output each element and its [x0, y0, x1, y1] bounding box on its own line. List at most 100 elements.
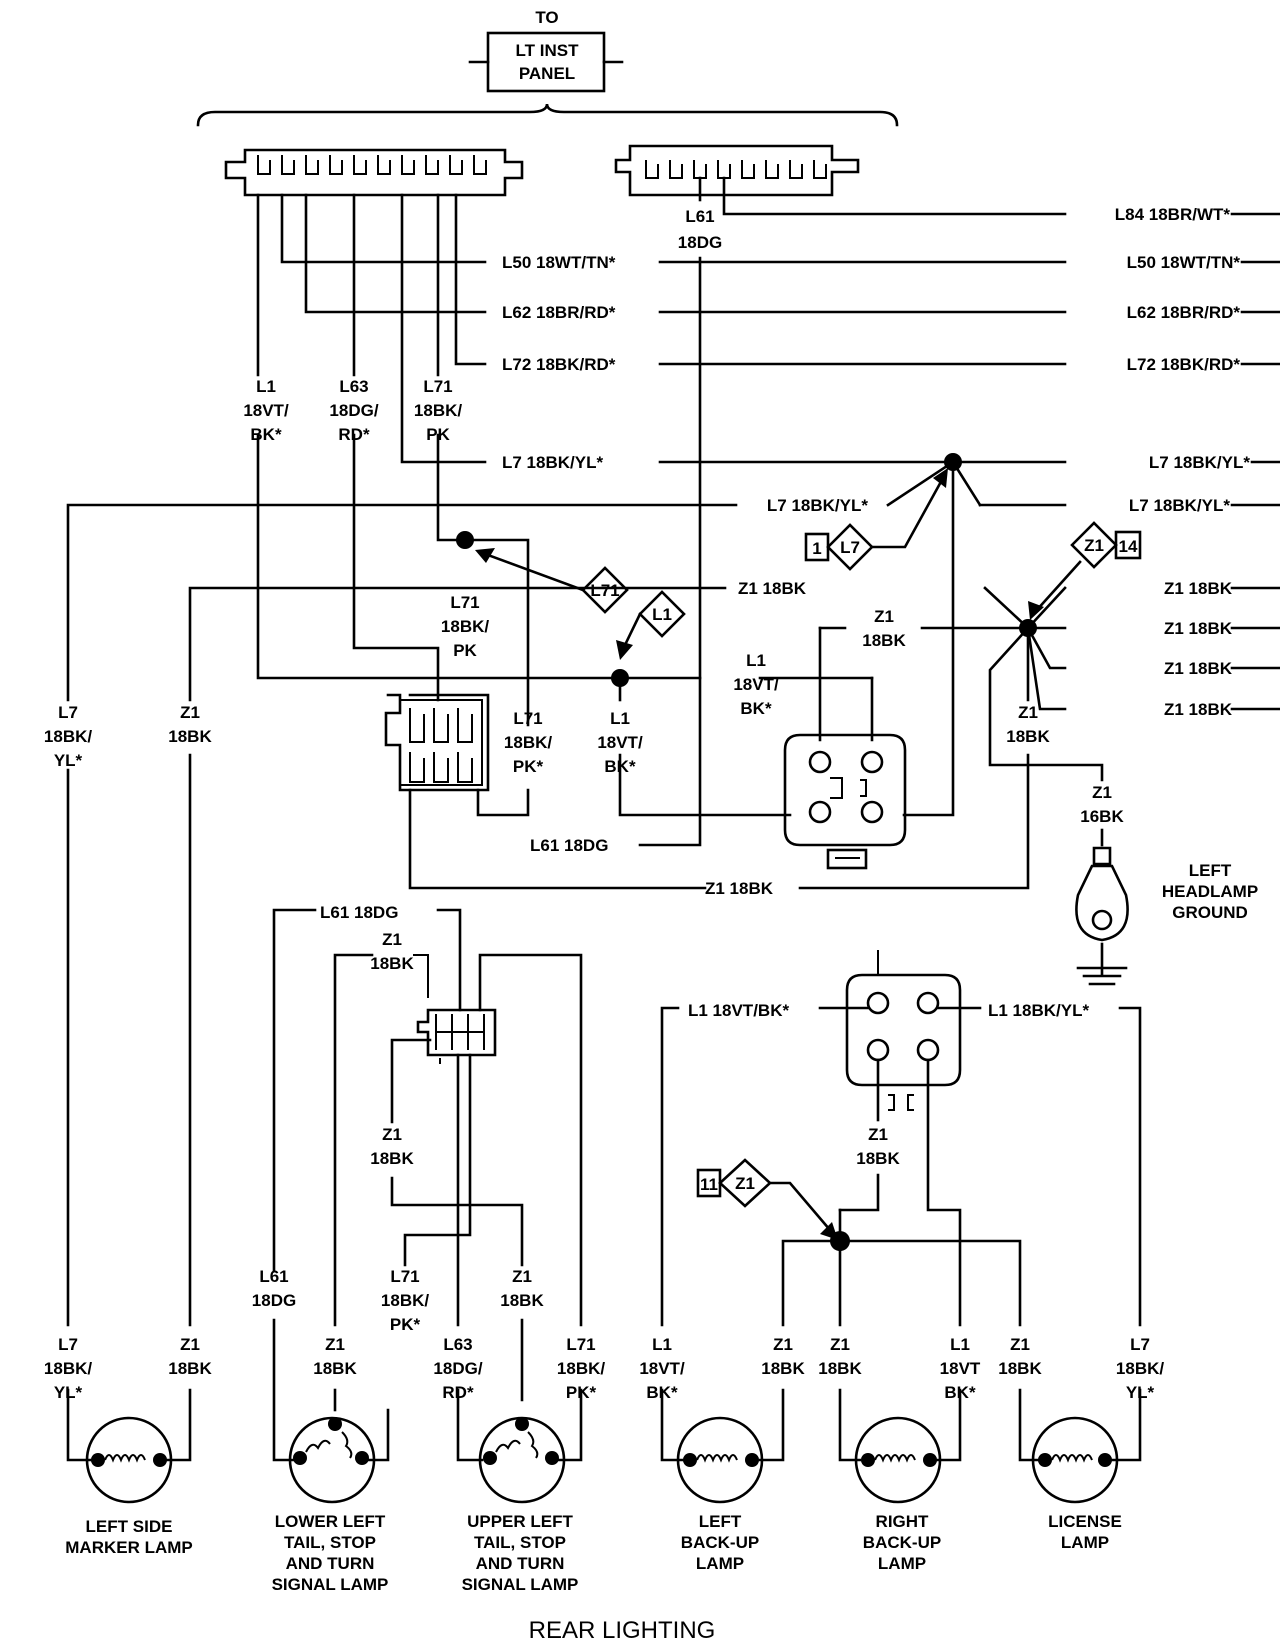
destination-block: TO LT INST PANEL [196, 8, 899, 127]
label-labels-l71-low-a: L71 [513, 709, 542, 728]
label-labels-lamp3-l63-c: RD* [442, 1383, 474, 1402]
label-labels-l1-bkyl-lower: L1 18BK/YL* [988, 1001, 1089, 1020]
label-labels-z1-mid: Z1 18BK [738, 579, 807, 598]
label-labels-lamp4-z1-a: Z1 [773, 1335, 793, 1354]
label-labels-l71-low-c: PK* [513, 757, 544, 776]
label-labels-lamp6-z1-a: Z1 [1010, 1335, 1030, 1354]
connector-mid-left [384, 693, 490, 792]
label-labels-l7-left-c: YL* [54, 751, 83, 770]
label-labels-z1-ground-a: Z1 [1018, 703, 1038, 722]
label-labels-l7-left: L7 18BK/YL* [502, 453, 603, 472]
lamp-names: LEFT SIDE MARKER LAMP LOWER LEFT TAIL, S… [65, 1512, 1122, 1594]
label-labels-lamp4-l1-a: L1 [652, 1335, 672, 1354]
lower-left-wires [272, 908, 583, 1462]
label-labels-lamp6-l7-a: L7 [1130, 1335, 1150, 1354]
label-labels-lamp5-l1-b: 18VT [940, 1359, 981, 1378]
label-lamps-2-line1: UPPER LEFT [467, 1512, 573, 1531]
label-labels-z1-16-b: 16BK [1080, 807, 1124, 826]
horizontal-wires [280, 176, 1280, 711]
label-labels-ground-a: LEFT [1189, 861, 1232, 880]
label-labels-z1-lamp-b: 18BK [500, 1291, 544, 1310]
connector-lower-left [416, 1008, 497, 1064]
label-labels-l1-low-a: L1 [610, 709, 630, 728]
label-labels-z1-lower-b: 18BK [370, 954, 414, 973]
label-labels-l1-c: BK* [250, 425, 282, 444]
label-labels-l71-lamp-c: PK* [390, 1315, 421, 1334]
label-callouts-z1-top: Z1 [1084, 536, 1104, 555]
left-side-marker-lamp-label-1: LEFT SIDE [86, 1517, 173, 1536]
label-labels-z1-16-a: Z1 [1092, 783, 1112, 802]
label-labels-lamp3-l63-b: 18DG/ [433, 1359, 482, 1378]
label-callouts-z1-low-num: 11 [700, 1175, 718, 1194]
label-labels-lamp6-l7-b: 18BK/ [1116, 1359, 1164, 1378]
label-labels-l7-left-a: L7 [58, 703, 78, 722]
lamp-right-backup [854, 1416, 942, 1504]
label-labels-l1-low-b: 18VT/ [597, 733, 643, 752]
lt-inst-panel-line2: PANEL [519, 64, 575, 83]
label-labels-z1-lower2-a: Z1 [382, 1125, 402, 1144]
label-lamps-5-line1: LICENSE [1048, 1512, 1122, 1531]
label-labels-l71-b: 18BK/ [414, 401, 462, 420]
label-labels-z1-conn-low-b: 18BK [856, 1149, 900, 1168]
label-labels-l1-conn-b: 18VT/ [733, 675, 779, 694]
label-labels-lamp3-l71-b: 18BK/ [557, 1359, 605, 1378]
headlamp-ground [1075, 828, 1129, 986]
label-labels-lamp3-l71-a: L71 [566, 1335, 595, 1354]
label-labels-z1-lamp-a: Z1 [512, 1267, 532, 1286]
connector-brace [196, 103, 899, 127]
wire-labels: L50 18WT/TN* L62 18BR/RD* L72 18BK/RD* L… [44, 205, 1258, 1402]
label-labels-lamp1-z1-a: Z1 [180, 1335, 200, 1354]
label-labels-lamp6-l7-c: YL* [1126, 1383, 1155, 1402]
label-labels-l62-right: L62 18BR/RD* [1127, 303, 1241, 322]
label-lamps-3-line1: LEFT [699, 1512, 742, 1531]
label-lamps-2-line2: TAIL, STOP [474, 1533, 566, 1552]
label-lamps-4-line1: RIGHT [876, 1512, 930, 1531]
label-labels-lamp2-z1-a: Z1 [325, 1335, 345, 1354]
label-labels-lamp2-z1-b: 18BK [313, 1359, 357, 1378]
label-labels-z1-conn-a: Z1 [874, 607, 894, 626]
label-labels-z1-ground-b: 18BK [1006, 727, 1050, 746]
left-vertical-wires [66, 176, 738, 1462]
lamp-license [1031, 1416, 1119, 1504]
label-callouts-l7: L7 [840, 538, 860, 557]
connector-left-top [224, 148, 524, 197]
label-labels-l61-lamp-a: L61 [259, 1267, 288, 1286]
label-labels-lamp5-l1-a: L1 [950, 1335, 970, 1354]
label-labels-l50-right: L50 18WT/TN* [1127, 253, 1241, 272]
label-labels-l7-left-b: 18BK/ [44, 727, 92, 746]
lower-right-wires: 11 Z1 [660, 1006, 1142, 1462]
label-labels-lamp1-l7-b: 18BK/ [44, 1359, 92, 1378]
lt-inst-panel-line1: LT INST [516, 41, 580, 60]
label-lamps-5-line2: LAMP [1061, 1533, 1109, 1552]
label-labels-l61-lamp-b: 18DG [252, 1291, 296, 1310]
label-lamps-1-line1: LOWER LEFT [275, 1512, 386, 1531]
label-lamps-1-line2: TAIL, STOP [284, 1533, 376, 1552]
lamp-left-side-marker [85, 1416, 173, 1504]
label-labels-l63-c: RD* [338, 425, 370, 444]
label-labels-l61-mid: L61 18DG [530, 836, 608, 855]
label-labels-l63-b: 18DG/ [329, 401, 378, 420]
label-labels-l72-left: L72 18BK/RD* [502, 355, 616, 374]
label-labels-lamp1-z1-b: 18BK [168, 1359, 212, 1378]
lamp-upper-left-tail [478, 1416, 566, 1504]
label-labels-z1-left-a: Z1 [180, 703, 200, 722]
diagram-title: REAR LIGHTING [529, 1617, 716, 1644]
label-labels-l1-a: L1 [256, 377, 276, 396]
label-labels-z1-r3: Z1 18BK [1164, 659, 1233, 678]
label-labels-lamp5-l1-c: BK* [944, 1383, 976, 1402]
connector-right-top [614, 144, 860, 197]
label-labels-lamp4-l1-c: BK* [646, 1383, 678, 1402]
label-labels-lamp5-z1-b: 18BK [818, 1359, 862, 1378]
lamps [85, 1416, 1119, 1504]
label-labels-l71-mid-b: 18BK/ [441, 617, 489, 636]
splices-upper [408, 453, 1104, 890]
label-labels-z1-lower2-b: 18BK [370, 1149, 414, 1168]
label-lamps-1-line3: AND TURN [286, 1554, 375, 1573]
label-labels-l7-mid: L7 18BK/YL* [767, 496, 868, 515]
connector-mid-round [783, 733, 907, 870]
label-lamps-2-line3: AND TURN [476, 1554, 565, 1573]
wire-l7-upper [400, 193, 487, 464]
label-labels-lamp4-z1-b: 18BK [761, 1359, 805, 1378]
label-labels-lamp3-l63-a: L63 [443, 1335, 472, 1354]
label-labels-z1-r4: Z1 18BK [1164, 700, 1233, 719]
